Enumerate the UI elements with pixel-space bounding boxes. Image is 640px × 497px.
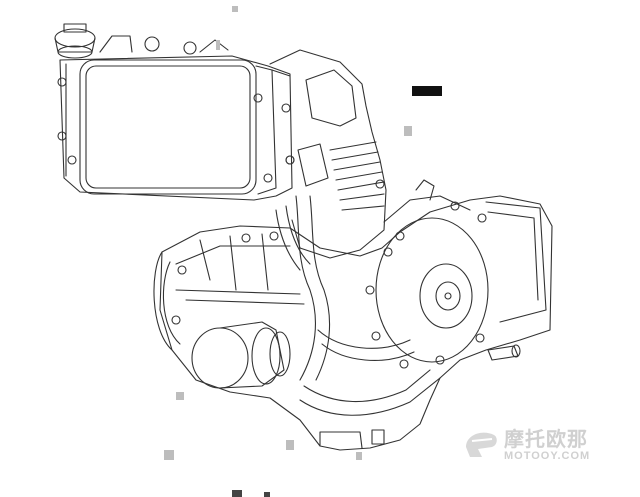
oil-filter [191, 321, 291, 389]
oil-sump [319, 429, 385, 449]
coolant-hoses [275, 195, 441, 416]
radiator-cap [54, 23, 96, 59]
scan-marks [164, 6, 442, 497]
watermark-en-text: MOTOOY.COM [504, 450, 591, 462]
cylinder-head [269, 49, 387, 259]
top-fittings [99, 35, 229, 55]
output-shaft [487, 344, 521, 361]
helmet-logo-icon [466, 432, 497, 457]
radiator [57, 55, 295, 201]
side-cover [365, 179, 547, 369]
watermark-cn-text: 摩托欧那 [504, 427, 588, 451]
left-engine-cover [153, 231, 279, 351]
watermark: 摩托欧那 MOTOOY.COM [462, 424, 632, 466]
crankcase [159, 195, 553, 451]
